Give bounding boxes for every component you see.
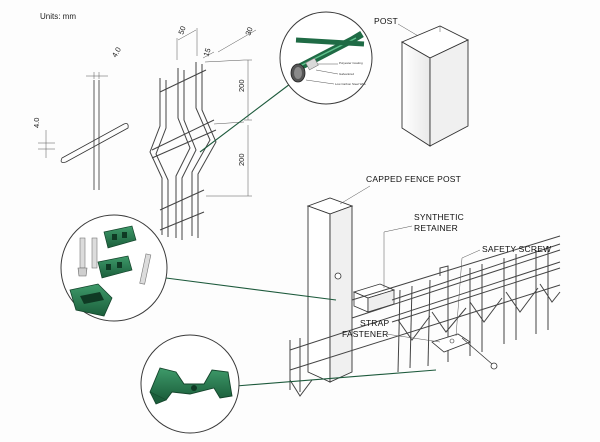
fence-assembly: CAPPED FENCE POST SYNTHETIC RETAINER SAF… — [289, 174, 561, 397]
leader-wire-detail — [199, 83, 291, 153]
leader-components — [165, 277, 337, 301]
label-post: POST — [374, 16, 398, 26]
wire-coating-detail: Polyester Coating Galvanized Low Carbon … — [199, 11, 373, 153]
label-synthetic-retainer-2: RETAINER — [414, 223, 458, 233]
label-strap-1: STRAP — [360, 318, 389, 328]
dim-height-upper: 200 — [237, 79, 246, 92]
label-safety-screw: SAFETY SCREW — [482, 244, 551, 254]
leader-strap — [235, 369, 437, 387]
label-synthetic-retainer-1: SYNTHETIC — [414, 212, 464, 222]
retainer-clip-icon — [97, 225, 137, 279]
label-strap-2: FASTENER — [342, 329, 388, 339]
wire-note-coating: Polyester Coating — [339, 61, 363, 65]
wire-detail: 4.0 4.0 — [32, 45, 129, 190]
units-label: Units: mm — [40, 12, 76, 21]
strap-fastener-icon — [69, 283, 113, 317]
strap-fastener-detail — [140, 334, 437, 434]
mesh-panel-profile: 50 15 30 200 200 — [149, 25, 257, 240]
dim-mesh-width: 50 — [176, 25, 187, 36]
dim-height-lower: 200 — [237, 153, 246, 166]
wire-note-galvanized: Galvanized — [339, 72, 354, 76]
dim-bend-width: 15 — [201, 47, 212, 58]
screw-icon — [77, 237, 152, 285]
wire-note-steel: Low Carbon Steel Wire — [335, 82, 366, 86]
dim-bend-depth: 30 — [243, 26, 254, 37]
post-detail: POST — [374, 16, 470, 147]
label-capped-fence-post: CAPPED FENCE POST — [366, 174, 461, 184]
dim-wire-vertical: 4.0 — [110, 45, 123, 59]
horizontal-wire — [60, 123, 129, 163]
dim-wire-horizontal: 4.0 — [32, 118, 41, 128]
components-detail — [60, 214, 337, 322]
